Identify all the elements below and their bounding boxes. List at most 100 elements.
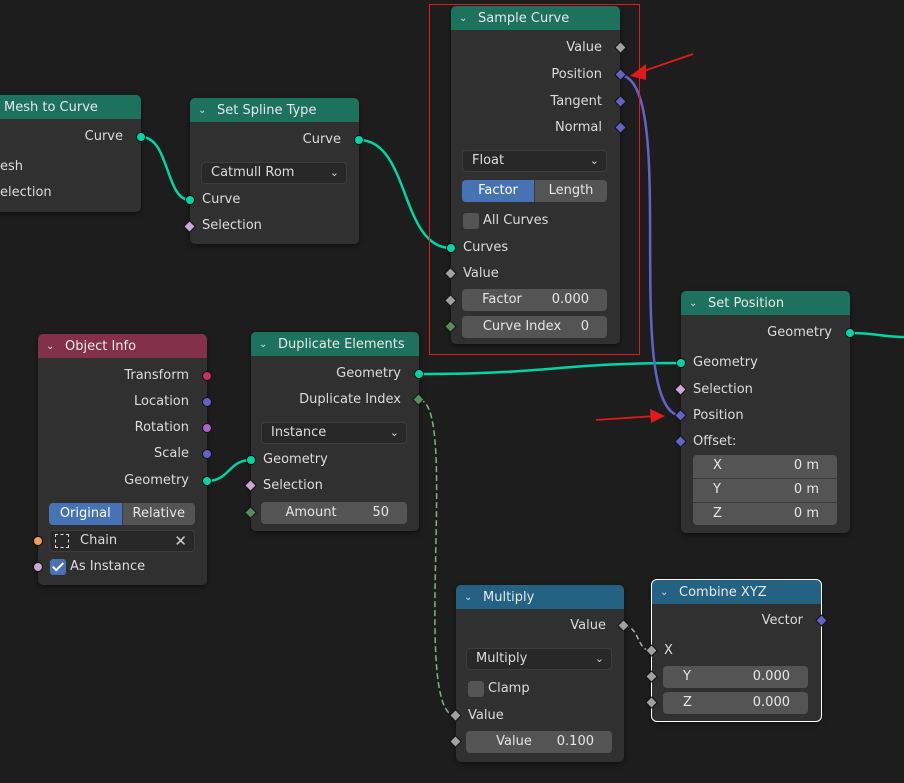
offset-z-field[interactable]: Z 0 m <box>693 502 837 525</box>
socket-rotation-output[interactable] <box>202 423 212 433</box>
object-field-value: Chain <box>80 533 118 548</box>
output-vector-label: Vector <box>761 613 803 628</box>
red-arrow-line <box>637 53 694 74</box>
multiply-node[interactable]: ⌄ Multiply Value Multiply ⌄ Clamp Value … <box>456 585 624 762</box>
chevron-down-icon[interactable]: ⌄ <box>198 104 207 116</box>
mode-factor-button[interactable]: Factor <box>462 180 534 202</box>
chevron-down-icon: ⌄ <box>329 166 339 179</box>
object-icon <box>55 534 69 548</box>
curve-index-field-label: Curve Index <box>482 319 562 334</box>
amount-field-value: 50 <box>372 505 389 520</box>
offset-y-value: 0 m <box>793 482 819 497</box>
input-curves-label: Curves <box>463 240 509 255</box>
set-spline-type-node[interactable]: ⌄ Set Spline Type Curve Catmull Rom ⌄ Cu… <box>190 98 359 244</box>
z-field[interactable]: Z 0.000 <box>663 692 808 714</box>
spline-type-dropdown[interactable]: Catmull Rom ⌄ <box>201 162 347 184</box>
mode-toggle[interactable]: Factor Length <box>462 180 607 202</box>
mode-relative-button[interactable]: Relative <box>121 503 195 525</box>
node-title: Multiply <box>483 589 535 605</box>
chevron-down-icon[interactable]: ⌄ <box>459 12 468 24</box>
socket-location-output[interactable] <box>202 397 212 407</box>
clamp-checkbox[interactable] <box>468 681 484 697</box>
mesh-to-curve-node[interactable]: Mesh to Curve Curve esh election <box>0 95 141 212</box>
chevron-down-icon[interactable]: ⌄ <box>259 338 268 350</box>
mode-length-button[interactable]: Length <box>534 180 607 202</box>
socket-as-instance-input[interactable] <box>33 562 43 572</box>
clamp-label: Clamp <box>488 681 530 696</box>
node-title: Object Info <box>65 338 137 354</box>
input-geometry-label: Geometry <box>263 452 328 467</box>
data-type-dropdown[interactable]: Float ⌄ <box>462 150 607 172</box>
link-duplicate-to-set-position <box>418 361 682 376</box>
offset-y-field[interactable]: Y 0 m <box>693 478 837 501</box>
as-instance-checkbox[interactable] <box>50 559 66 575</box>
domain-dropdown[interactable]: Instance ⌄ <box>261 422 407 444</box>
y-field[interactable]: Y 0.000 <box>663 666 808 688</box>
operation-dropdown[interactable]: Multiply ⌄ <box>466 648 612 670</box>
mesh-to-curve-header[interactable]: Mesh to Curve <box>0 95 141 119</box>
combine-xyz-header[interactable]: ⌄ Combine XYZ <box>652 580 821 604</box>
transform-space-toggle[interactable]: Original Relative <box>49 503 195 525</box>
chevron-down-icon[interactable]: ⌄ <box>464 591 473 603</box>
chevron-down-icon: ⌄ <box>389 426 399 439</box>
object-info-header[interactable]: ⌄ Object Info <box>38 334 207 358</box>
dropdown-value: Instance <box>271 425 327 440</box>
multiply-header[interactable]: ⌄ Multiply <box>456 585 624 609</box>
offset-x-value: 0 m <box>793 458 819 473</box>
as-instance-label: As Instance <box>70 559 146 574</box>
chevron-down-icon[interactable]: ⌄ <box>46 340 55 352</box>
socket-object-input[interactable] <box>33 536 43 546</box>
offset-z-value: 0 m <box>793 506 819 521</box>
socket-transform-output[interactable] <box>202 371 212 381</box>
offset-x-field[interactable]: X 0 m <box>693 455 837 477</box>
input-offset-label: Offset: <box>693 434 737 449</box>
curve-index-field-value: 0 <box>580 319 589 334</box>
socket-geometry-output[interactable] <box>845 328 855 338</box>
link-object-info-to-duplicate <box>206 458 252 483</box>
input-value-label: Value <box>463 266 499 281</box>
object-info-node[interactable]: ⌄ Object Info Transform Location Rotatio… <box>38 334 207 585</box>
clear-icon[interactable]: ✕ <box>174 532 187 550</box>
input-selection-label: Selection <box>693 382 753 397</box>
chevron-down-icon: ⌄ <box>594 652 604 665</box>
socket-geometry-input[interactable] <box>676 358 686 368</box>
output-transform-label: Transform <box>124 368 189 383</box>
set-position-node[interactable]: ⌄ Set Position Geometry Geometry Selecti… <box>681 291 850 533</box>
chevron-down-icon[interactable]: ⌄ <box>660 586 669 598</box>
red-arrow-head-icon <box>650 409 665 423</box>
offset-vector-field[interactable]: X 0 m Y 0 m Z 0 m <box>693 455 837 525</box>
chevron-down-icon: ⌄ <box>589 154 599 167</box>
chevron-down-icon[interactable]: ⌄ <box>689 297 698 309</box>
duplicate-elements-header[interactable]: ⌄ Duplicate Elements <box>251 332 419 356</box>
socket-curve-output[interactable] <box>354 135 364 145</box>
socket-geometry-output[interactable] <box>202 476 212 486</box>
set-position-header[interactable]: ⌄ Set Position <box>681 291 850 315</box>
socket-geometry-input[interactable] <box>246 455 256 465</box>
socket-curve-output[interactable] <box>136 132 146 142</box>
input-mesh-label: esh <box>0 159 24 174</box>
sample-curve-node[interactable]: ⌄ Sample Curve Value Position Tangent No… <box>451 6 620 344</box>
mode-original-button[interactable]: Original <box>49 503 122 525</box>
socket-geometry-output[interactable] <box>414 369 424 379</box>
curve-index-field[interactable]: Curve Index 0 <box>462 316 607 338</box>
socket-curve-input[interactable] <box>185 195 195 205</box>
output-value-label: Value <box>570 618 606 633</box>
set-spline-type-header[interactable]: ⌄ Set Spline Type <box>190 98 359 122</box>
socket-scale-output[interactable] <box>202 449 212 459</box>
combine-xyz-node[interactable]: ⌄ Combine XYZ Vector X Y 0.000 Z 0.000 <box>651 579 822 722</box>
factor-field[interactable]: Factor 0.000 <box>462 289 607 311</box>
sample-curve-header[interactable]: ⌄ Sample Curve <box>451 6 620 30</box>
all-curves-checkbox[interactable] <box>463 213 479 229</box>
dropdown-value: Catmull Rom <box>211 165 295 180</box>
input-selection-label: Selection <box>263 478 323 493</box>
input-selection-label: Selection <box>202 218 262 233</box>
output-position-label: Position <box>551 67 602 82</box>
y-field-label: Y <box>683 669 691 684</box>
value-field[interactable]: Value 0.100 <box>466 731 612 753</box>
object-field[interactable]: Chain ✕ <box>49 530 195 552</box>
duplicate-elements-node[interactable]: ⌄ Duplicate Elements Geometry Duplicate … <box>251 332 419 531</box>
amount-field[interactable]: Amount 50 <box>261 502 407 524</box>
output-rotation-label: Rotation <box>134 420 189 435</box>
z-field-value: 0.000 <box>752 695 790 710</box>
output-geometry-label: Geometry <box>124 473 189 488</box>
